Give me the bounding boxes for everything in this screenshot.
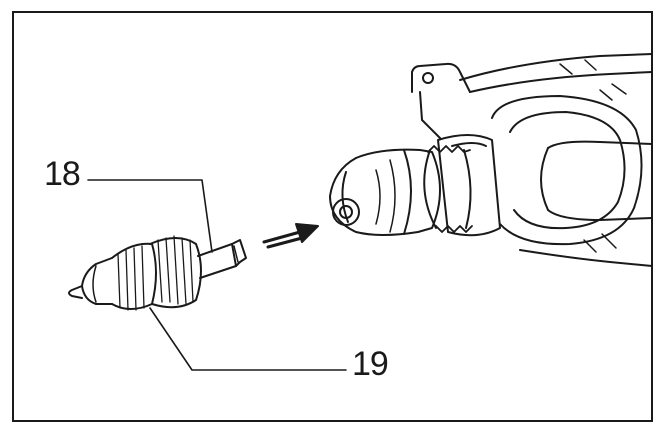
drill-body [329,53,653,267]
insertion-arrow [262,223,319,249]
leader-line-18 [87,179,213,253]
keyless-chuck [68,235,247,311]
diagram-frame [12,11,653,422]
leader-lines [87,179,347,371]
callout-label-18: 18 [44,155,81,193]
callout-label-19: 19 [352,345,389,383]
leader-line-19 [149,307,347,371]
